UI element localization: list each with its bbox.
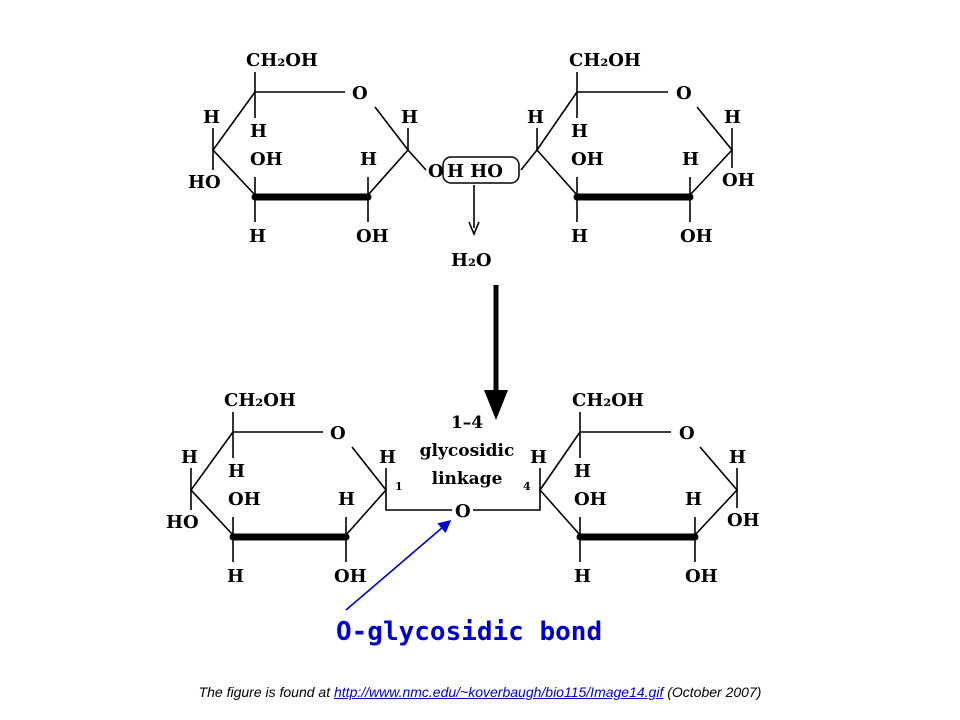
top-right-glucose-ring: CH₂OH O H H OH H H OH H OH: [520, 50, 755, 247]
bottom-right-h-upper: H: [574, 461, 591, 482]
linkage-line-3: linkage: [432, 469, 503, 489]
bottom-right-h-right: H: [729, 447, 746, 468]
top-left-h-right: H: [401, 107, 418, 128]
top-link-oxygen: O: [428, 161, 444, 182]
top-right-h-upper: H: [571, 121, 588, 142]
caption-suffix: (October 2007): [663, 684, 762, 700]
top-right-oh-bottom: OH: [680, 226, 713, 247]
top-left-h-left: H: [203, 107, 220, 128]
top-right-h-left: H: [527, 107, 544, 128]
top-left-h-mid: H: [360, 149, 377, 170]
bottom-left-ho: HO: [166, 512, 199, 533]
top-right-h-mid: H: [682, 149, 699, 170]
bottom-left-h-upper: H: [228, 461, 245, 482]
source-link[interactable]: http://www.nmc.edu/~koverbaugh/bio115/Im…: [334, 684, 664, 700]
top-left-oh-bottom: OH: [356, 226, 389, 247]
source-caption: The figure is found at http://www.nmc.ed…: [0, 684, 960, 700]
carbon-number-4: 4: [523, 480, 531, 493]
bottom-left-h-mid: H: [338, 489, 355, 510]
top-left-h-upper: H: [250, 121, 267, 142]
top-condensation-group: O H HO H₂O: [428, 156, 520, 271]
top-right-h-right: H: [724, 107, 741, 128]
bottom-right-h-left: H: [530, 447, 547, 468]
bottom-right-oh-bottom: OH: [685, 566, 718, 587]
o-glycosidic-bond-label: O-glycosidic bond: [336, 617, 602, 647]
bottom-right-h-bottom: H: [574, 566, 591, 587]
bottom-left-h-right: H: [379, 447, 396, 468]
annotation-group: O-glycosidic bond: [336, 519, 602, 647]
carbon-number-1: 1: [395, 480, 403, 493]
water-label: H₂O: [451, 250, 492, 271]
bottom-right-ch2oh-label: CH₂OH: [572, 390, 644, 411]
top-left-glucose-ring: CH₂OH O H H HO OH H H H OH: [188, 50, 427, 247]
bottom-right-glucose-ring: CH₂OH O H H OH H H OH H OH 4: [523, 390, 760, 587]
glycosidic-bridge: O 1–4 glycosidic linkage: [385, 413, 541, 522]
top-left-ho: HO: [188, 172, 221, 193]
reaction-arrow: [484, 285, 508, 420]
boxed-h-ho: H HO: [447, 161, 503, 182]
top-right-ch2oh-label: CH₂OH: [569, 50, 641, 71]
bottom-left-glucose-ring: CH₂OH O H H HO OH H H H OH 1: [166, 390, 403, 587]
bottom-left-ch2oh-label: CH₂OH: [224, 390, 296, 411]
bottom-left-ring-oxygen: O: [330, 423, 346, 444]
top-right-ring-oxygen: O: [676, 83, 692, 104]
top-left-oh-mid: OH: [250, 149, 283, 170]
bottom-left-h-left: H: [181, 447, 198, 468]
bottom-right-ring-oxygen: O: [679, 423, 695, 444]
water-arrow-head: [468, 221, 480, 237]
bottom-left-oh-bottom: OH: [334, 566, 367, 587]
top-left-h-bottom: H: [249, 226, 266, 247]
top-left-ch2oh-label: CH₂OH: [246, 50, 318, 71]
bottom-right-oh-right: OH: [727, 510, 760, 531]
water-removal-box: [442, 156, 520, 184]
bottom-right-h-mid: H: [685, 489, 702, 510]
bottom-right-oh-mid: OH: [574, 489, 607, 510]
top-right-h-bottom: H: [571, 226, 588, 247]
bottom-left-oh-mid: OH: [228, 489, 261, 510]
top-left-ring-oxygen: O: [352, 83, 368, 104]
linkage-line-2: glycosidic: [420, 441, 515, 461]
bridge-oxygen: O: [455, 501, 471, 522]
bottom-left-h-bottom: H: [227, 566, 244, 587]
annotation-arrow: [345, 519, 452, 611]
caption-prefix: The figure is found at: [198, 684, 334, 700]
linkage-line-1: 1–4: [451, 413, 483, 433]
top-right-oh-right: OH: [722, 170, 755, 191]
top-right-oh-mid: OH: [571, 149, 604, 170]
